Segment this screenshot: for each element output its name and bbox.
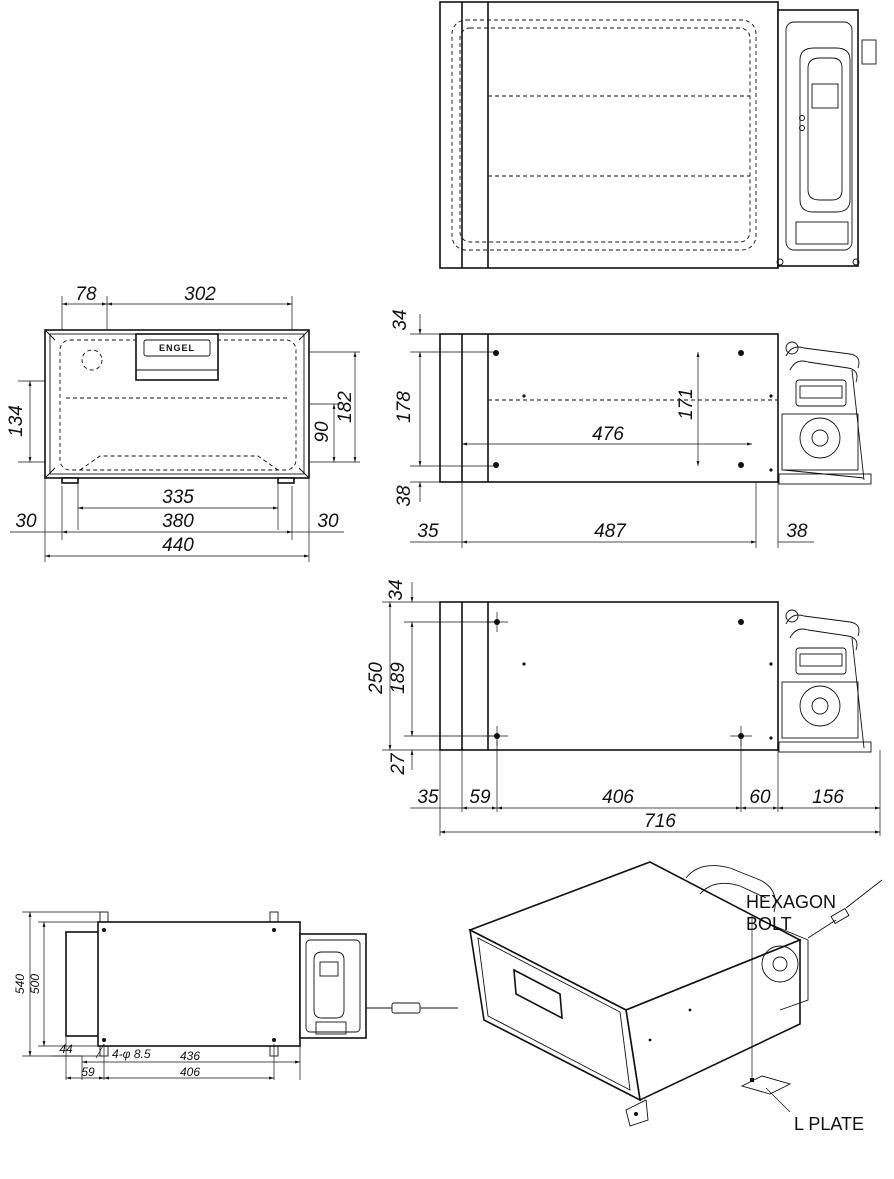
callouts: HEXAGON BOLT L PLATE — [746, 892, 864, 1134]
mounting-view-body — [97, 921, 301, 1047]
side2-dim-60: 60 — [749, 787, 771, 808]
side-view-1-body — [439, 333, 779, 483]
mount-dim-500: 500 — [28, 974, 42, 994]
side1-dim-171: 171 — [676, 388, 697, 420]
dim-78: 78 — [75, 284, 97, 305]
side2-dim-189: 189 — [388, 662, 409, 694]
mounting-view-compressor — [299, 933, 367, 1039]
side-view-1 — [439, 333, 872, 485]
dim-30-left: 30 — [15, 511, 37, 532]
side-view-2 — [439, 601, 872, 753]
l-plate — [740, 1075, 792, 1095]
mount-dim-59: 59 — [81, 1065, 95, 1079]
dim-440: 440 — [162, 535, 194, 556]
side1-dim-476: 476 — [592, 424, 624, 445]
mount-dim-540: 540 — [13, 974, 27, 994]
side2-dim-250: 250 — [366, 662, 387, 695]
top-plan-view — [439, 1, 877, 269]
mount-dim-436: 436 — [180, 1049, 200, 1063]
side1-dim-487: 487 — [594, 521, 627, 542]
front-view-dimensions: 78 302 134 90 182 335 380 30 30 440 — [6, 284, 360, 562]
side2-dim-156: 156 — [812, 787, 844, 808]
callout-bolt: BOLT — [746, 914, 792, 934]
engel-logo: ENGEL — [159, 343, 195, 353]
side-view-1-compressor — [781, 341, 865, 481]
mount-dim-44: 44 — [59, 1042, 73, 1056]
mounting-view-dimensions: 540 500 44 4-φ 8.5 436 59 406 — [13, 911, 301, 1080]
dim-182: 182 — [335, 391, 356, 423]
dim-380: 380 — [162, 511, 194, 532]
side-view-2-dimensions: 34 250 189 27 35 59 406 60 156 716 — [366, 579, 881, 836]
side2-dim-35: 35 — [417, 787, 439, 808]
front-view-body — [44, 329, 310, 479]
door-handle — [135, 333, 219, 381]
mount-hole-spec: 4-φ 8.5 — [112, 1047, 151, 1061]
mount-dim-406: 406 — [180, 1065, 200, 1079]
callout-hexagon: HEXAGON — [746, 892, 836, 912]
front-view: ENGEL — [44, 329, 310, 484]
side2-dim-406: 406 — [602, 787, 634, 808]
dim-335: 335 — [162, 487, 194, 508]
iso-handle — [513, 968, 563, 1020]
side2-dim-27: 27 — [388, 752, 409, 776]
side-view-2-compressor — [781, 609, 865, 749]
dim-134: 134 — [6, 405, 27, 437]
side-view-1-dimensions: 34 178 171 476 38 35 487 38 — [390, 309, 814, 548]
side2-dim-59: 59 — [469, 787, 491, 808]
side2-dim-34: 34 — [386, 579, 407, 600]
top-view-body — [439, 1, 779, 269]
top-view-compressor-area — [777, 9, 859, 267]
mounting-plan-view — [65, 911, 458, 1057]
side-view-2-body — [439, 601, 779, 751]
side1-dim-35: 35 — [417, 521, 439, 542]
dim-302: 302 — [184, 284, 216, 305]
callout-l-plate: L PLATE — [794, 1114, 864, 1134]
dim-90: 90 — [312, 421, 333, 443]
side1-dim-38-v: 38 — [394, 485, 415, 507]
dim-30-right: 30 — [317, 511, 339, 532]
side2-dim-716: 716 — [644, 811, 676, 832]
isometric-view — [468, 861, 883, 1127]
side1-dim-38-h: 38 — [786, 521, 808, 542]
side1-dim-178: 178 — [394, 391, 415, 423]
side1-dim-34: 34 — [390, 309, 411, 330]
